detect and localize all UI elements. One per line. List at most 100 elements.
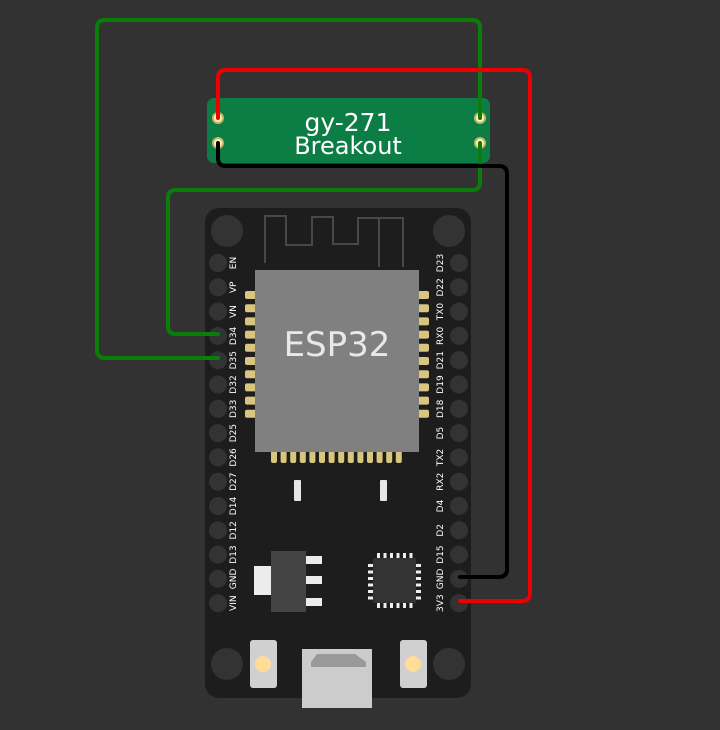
pin-label: D2 [436,524,446,537]
gy-271-breakout[interactable]: gy-271 Breakout [207,98,490,163]
pin-right-3v3[interactable] [450,594,468,613]
pin-right-rx2[interactable] [450,472,468,491]
chip-pad [417,304,429,313]
chip-pad [395,450,402,463]
pin-left-d25[interactable] [209,424,227,443]
usb-port [302,649,372,708]
pin-left-d33[interactable] [209,399,227,418]
pin-label: D4 [436,499,446,512]
pin-right-tx0[interactable] [450,302,468,321]
breakout-title: gy-271 [305,108,392,137]
pin-right-tx2[interactable] [450,448,468,467]
chip-pad [290,450,297,463]
pin-left-d12[interactable] [209,521,227,540]
chip-pad [357,450,364,463]
pin-label: GND [229,569,239,590]
reset-button[interactable] [250,640,277,688]
pin-label: 3V3 [436,594,446,612]
pin-label: D14 [229,497,239,516]
pin-label: D35 [229,351,239,369]
chip-pad [417,317,429,326]
pin-label: RX0 [436,327,446,345]
chip-pad [376,450,383,463]
chip-pad [299,450,306,463]
chip-pad [245,396,257,405]
chip-pad [417,383,429,392]
pin-label: VIN [229,595,239,611]
pin-right-d4[interactable] [450,497,468,515]
chip-pad [245,330,257,339]
chip-pad [245,370,257,379]
chip-pad [328,450,335,463]
pin-left-d35[interactable] [209,351,227,370]
chip-pads [245,291,429,463]
pin-right-d18[interactable] [450,399,468,418]
wire-green-d34[interactable] [166,141,482,336]
pin-label: D33 [229,400,239,418]
led [380,480,387,501]
pin-label: D34 [229,326,239,345]
pin-left-en[interactable] [209,254,227,272]
pin-label: D32 [229,375,239,393]
mounting-hole [433,648,465,680]
pin-right-d5[interactable] [450,424,468,443]
wire-black-gnd[interactable] [216,141,509,579]
pin-label: D18 [436,399,446,418]
chip-pad [280,450,287,463]
pin-right-d2[interactable] [450,521,468,540]
wire-green-d35[interactable] [95,18,482,360]
led [294,480,301,501]
pin-left-gnd[interactable] [209,569,227,588]
voltage-regulator [254,551,322,612]
chip-pad [245,317,257,326]
wire-red-3v3[interactable] [216,68,532,603]
pin-label: D12 [229,521,239,539]
pin-label: GND [436,569,446,590]
pin-label: D15 [436,545,446,563]
usb-serial-chip [368,553,421,608]
pin-left-vp[interactable] [209,278,227,297]
pin-label: TX2 [436,449,446,467]
esp32-board[interactable]: ESP32 ENVPVND34D35D32D33D25D26D27D14D12D… [205,208,471,708]
pin-right-rx0[interactable] [450,326,468,345]
pin-label: EN [229,257,239,269]
chip-pad [245,383,257,392]
pin-right-d21[interactable] [450,351,468,370]
chip-pad [338,450,345,463]
chip-pad [386,450,393,463]
chip-pad [309,450,316,463]
chip-pad [417,396,429,405]
pin-left-d32[interactable] [209,375,227,394]
pin-label: D5 [436,427,446,440]
chip-pad [245,291,257,299]
boot-button[interactable] [400,640,427,688]
chip-pad [417,343,429,352]
pin-left-d13[interactable] [209,545,227,564]
pin-label: VP [229,281,239,293]
pin-left-vin[interactable] [209,594,227,613]
pin-label: D23 [436,254,446,272]
antenna-trace [264,215,404,267]
chip-pad [319,450,325,463]
esp32-module [255,270,419,452]
pin-label: D26 [229,448,239,467]
pin-right-d23[interactable] [450,254,468,272]
pin-label: D27 [229,473,239,491]
pin-right-d22[interactable] [450,278,468,297]
pin-left-vn[interactable] [209,302,227,321]
pin-left-d14[interactable] [209,497,227,515]
chip-pad [417,409,429,418]
chip-pad [417,357,429,365]
pin-left-d26[interactable] [209,448,227,467]
pin-label: RX2 [436,473,446,491]
pin-right-gnd[interactable] [450,569,468,588]
mounting-hole [211,648,243,680]
chip-pad [417,370,429,379]
chip-pad [245,304,257,313]
pin-left-d27[interactable] [209,472,227,491]
pin-right-d19[interactable] [450,375,468,394]
chip-pad [417,291,429,299]
pin-right-d15[interactable] [450,545,468,564]
pin-label: VN [229,305,239,318]
pin-headers: ENVPVND34D35D32D33D25D26D27D14D12D13GNDV… [209,254,468,613]
